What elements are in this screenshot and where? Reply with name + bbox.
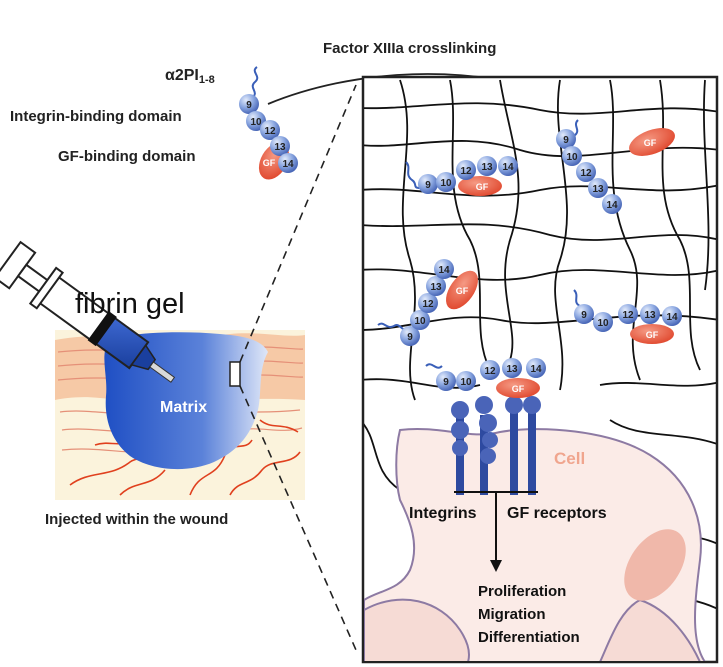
zoom-region [229,361,241,387]
svg-text:9: 9 [581,310,587,321]
svg-text:10: 10 [460,377,472,388]
svg-text:10: 10 [566,152,578,163]
gf-receptors-label: GF receptors [507,505,607,522]
gf-receptors [505,396,541,495]
svg-text:14: 14 [282,159,294,170]
syringe [0,240,176,383]
svg-text:13: 13 [274,142,286,153]
zoom-lines [239,84,357,651]
svg-text:12: 12 [264,126,276,137]
injected-caption: Injected within the wound [45,511,228,528]
signal-arrow [454,491,538,562]
outcome-migration: Migration [478,606,546,623]
svg-text:12: 12 [484,366,496,377]
a2pi-alpha: α [165,67,175,84]
svg-text:GF: GF [646,330,659,340]
svg-text:14: 14 [666,312,678,323]
svg-text:12: 12 [422,299,434,310]
svg-text:α2PI1-8: α2PI1-8 [165,67,215,86]
svg-text:GF: GF [456,286,469,296]
svg-text:14: 14 [606,200,618,211]
construct-bound: GF 9 10 12 13 14 [425,358,546,398]
svg-text:GF: GF [512,384,525,394]
outcome-proliferation: Proliferation [478,583,566,600]
legend-construct: α2PI1-8 Integrin-binding domain GF-bindi… [10,66,298,180]
gf-domain-label: GF-binding domain [58,148,195,165]
construct-c: GF 9 10 12 13 14 [377,259,478,346]
free-gf: GF [629,128,675,156]
svg-text:9: 9 [425,180,431,191]
construct-b: 9 10 12 13 14 [556,119,622,214]
svg-text:14: 14 [530,364,542,375]
svg-text:GF: GF [476,182,489,192]
svg-text:9: 9 [246,100,252,111]
svg-text:13: 13 [430,282,442,293]
svg-text:14: 14 [438,265,450,276]
svg-text:GF: GF [263,158,276,168]
svg-text:13: 13 [506,364,518,375]
svg-text:9: 9 [407,332,413,343]
svg-text:9: 9 [443,377,449,388]
svg-text:10: 10 [414,316,426,327]
svg-text:14: 14 [502,162,514,173]
svg-text:12: 12 [622,310,634,321]
cell-label: Cell [554,449,585,468]
a2pi-sub: 1-8 [199,74,215,86]
fibrin-network [364,79,716,661]
construct-d: GF 9 10 12 13 14 [573,289,682,344]
cell [364,427,706,661]
svg-text:10: 10 [597,318,609,329]
svg-text:10: 10 [250,117,262,128]
matrix-label: Matrix [160,399,207,416]
svg-text:GF: GF [644,138,657,148]
svg-text:13: 13 [592,184,604,195]
integrins-label: Integrins [409,505,477,522]
crosslinking-label: Factor XIIIa crosslinking [323,40,496,57]
svg-text:13: 13 [644,310,656,321]
svg-text:12: 12 [460,166,472,177]
svg-text:9: 9 [563,135,569,146]
construct-a: GF 9 10 12 13 14 [405,156,518,196]
fibrin-gel-label: fibrin gel [75,288,185,320]
nucleus [624,529,686,601]
outcome-differentiation: Differentiation [478,629,580,646]
svg-text:12: 12 [580,168,592,179]
svg-text:13: 13 [481,162,493,173]
integrin-receptors [451,396,498,495]
svg-text:10: 10 [440,178,452,189]
a2pi-main: 2PI [175,67,199,84]
integrin-domain-label: Integrin-binding domain [10,108,182,125]
